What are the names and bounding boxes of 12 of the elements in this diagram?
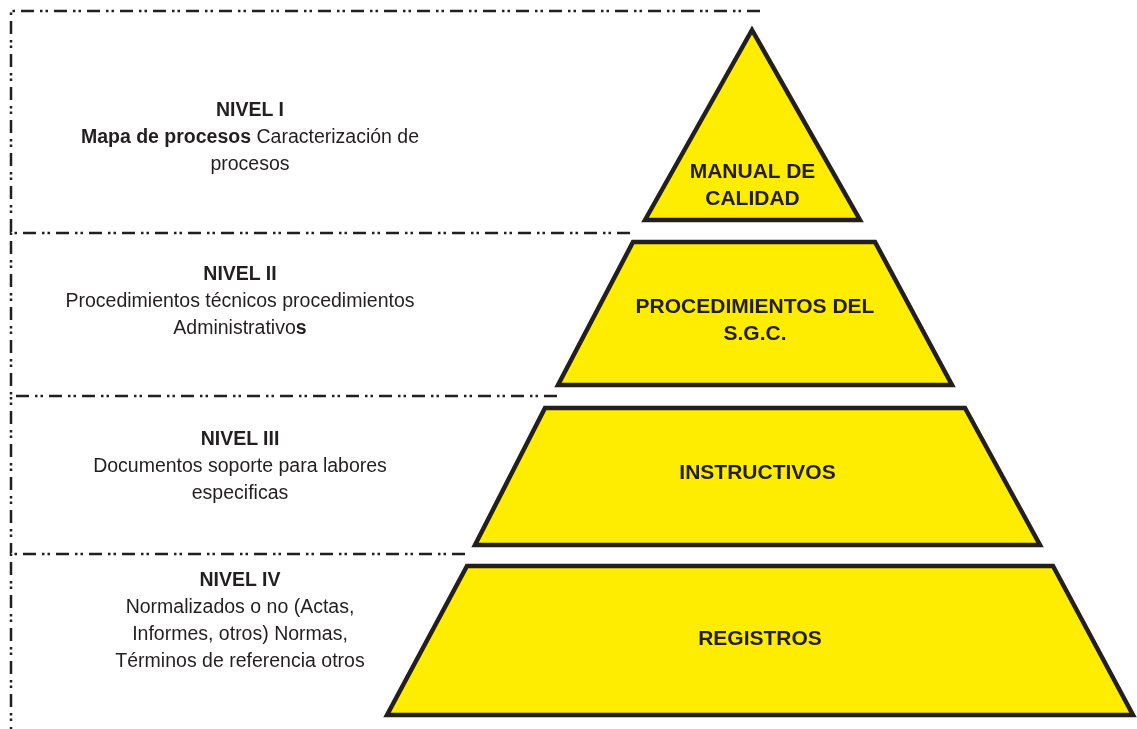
level-description: Mapa de procesos Caracterización de procesos xyxy=(80,124,420,176)
pyramid-level-label: INSTRUCTIVOS xyxy=(678,459,837,485)
level-description: Normalizados o no (Actas, Informes, otros) Normas, Términos de referencia otros xyxy=(114,594,366,673)
pyramid-level-label: REGISTROS xyxy=(697,625,823,651)
pyramid-level-label: MANUAL DE CALIDAD xyxy=(688,158,817,211)
level-heading: NIVEL I xyxy=(216,97,284,122)
level-heading: NIVEL II xyxy=(203,261,277,286)
level-description: Procedimientos técnicos procedimientos Administrativos xyxy=(64,288,416,340)
level-description: Documentos soporte para labores especificas xyxy=(92,453,388,505)
pyramid-level-label: PROCEDIMIENTOS DEL S.G.C. xyxy=(634,293,876,346)
level-heading: NIVEL III xyxy=(200,426,280,451)
level-heading: NIVEL IV xyxy=(199,567,281,592)
